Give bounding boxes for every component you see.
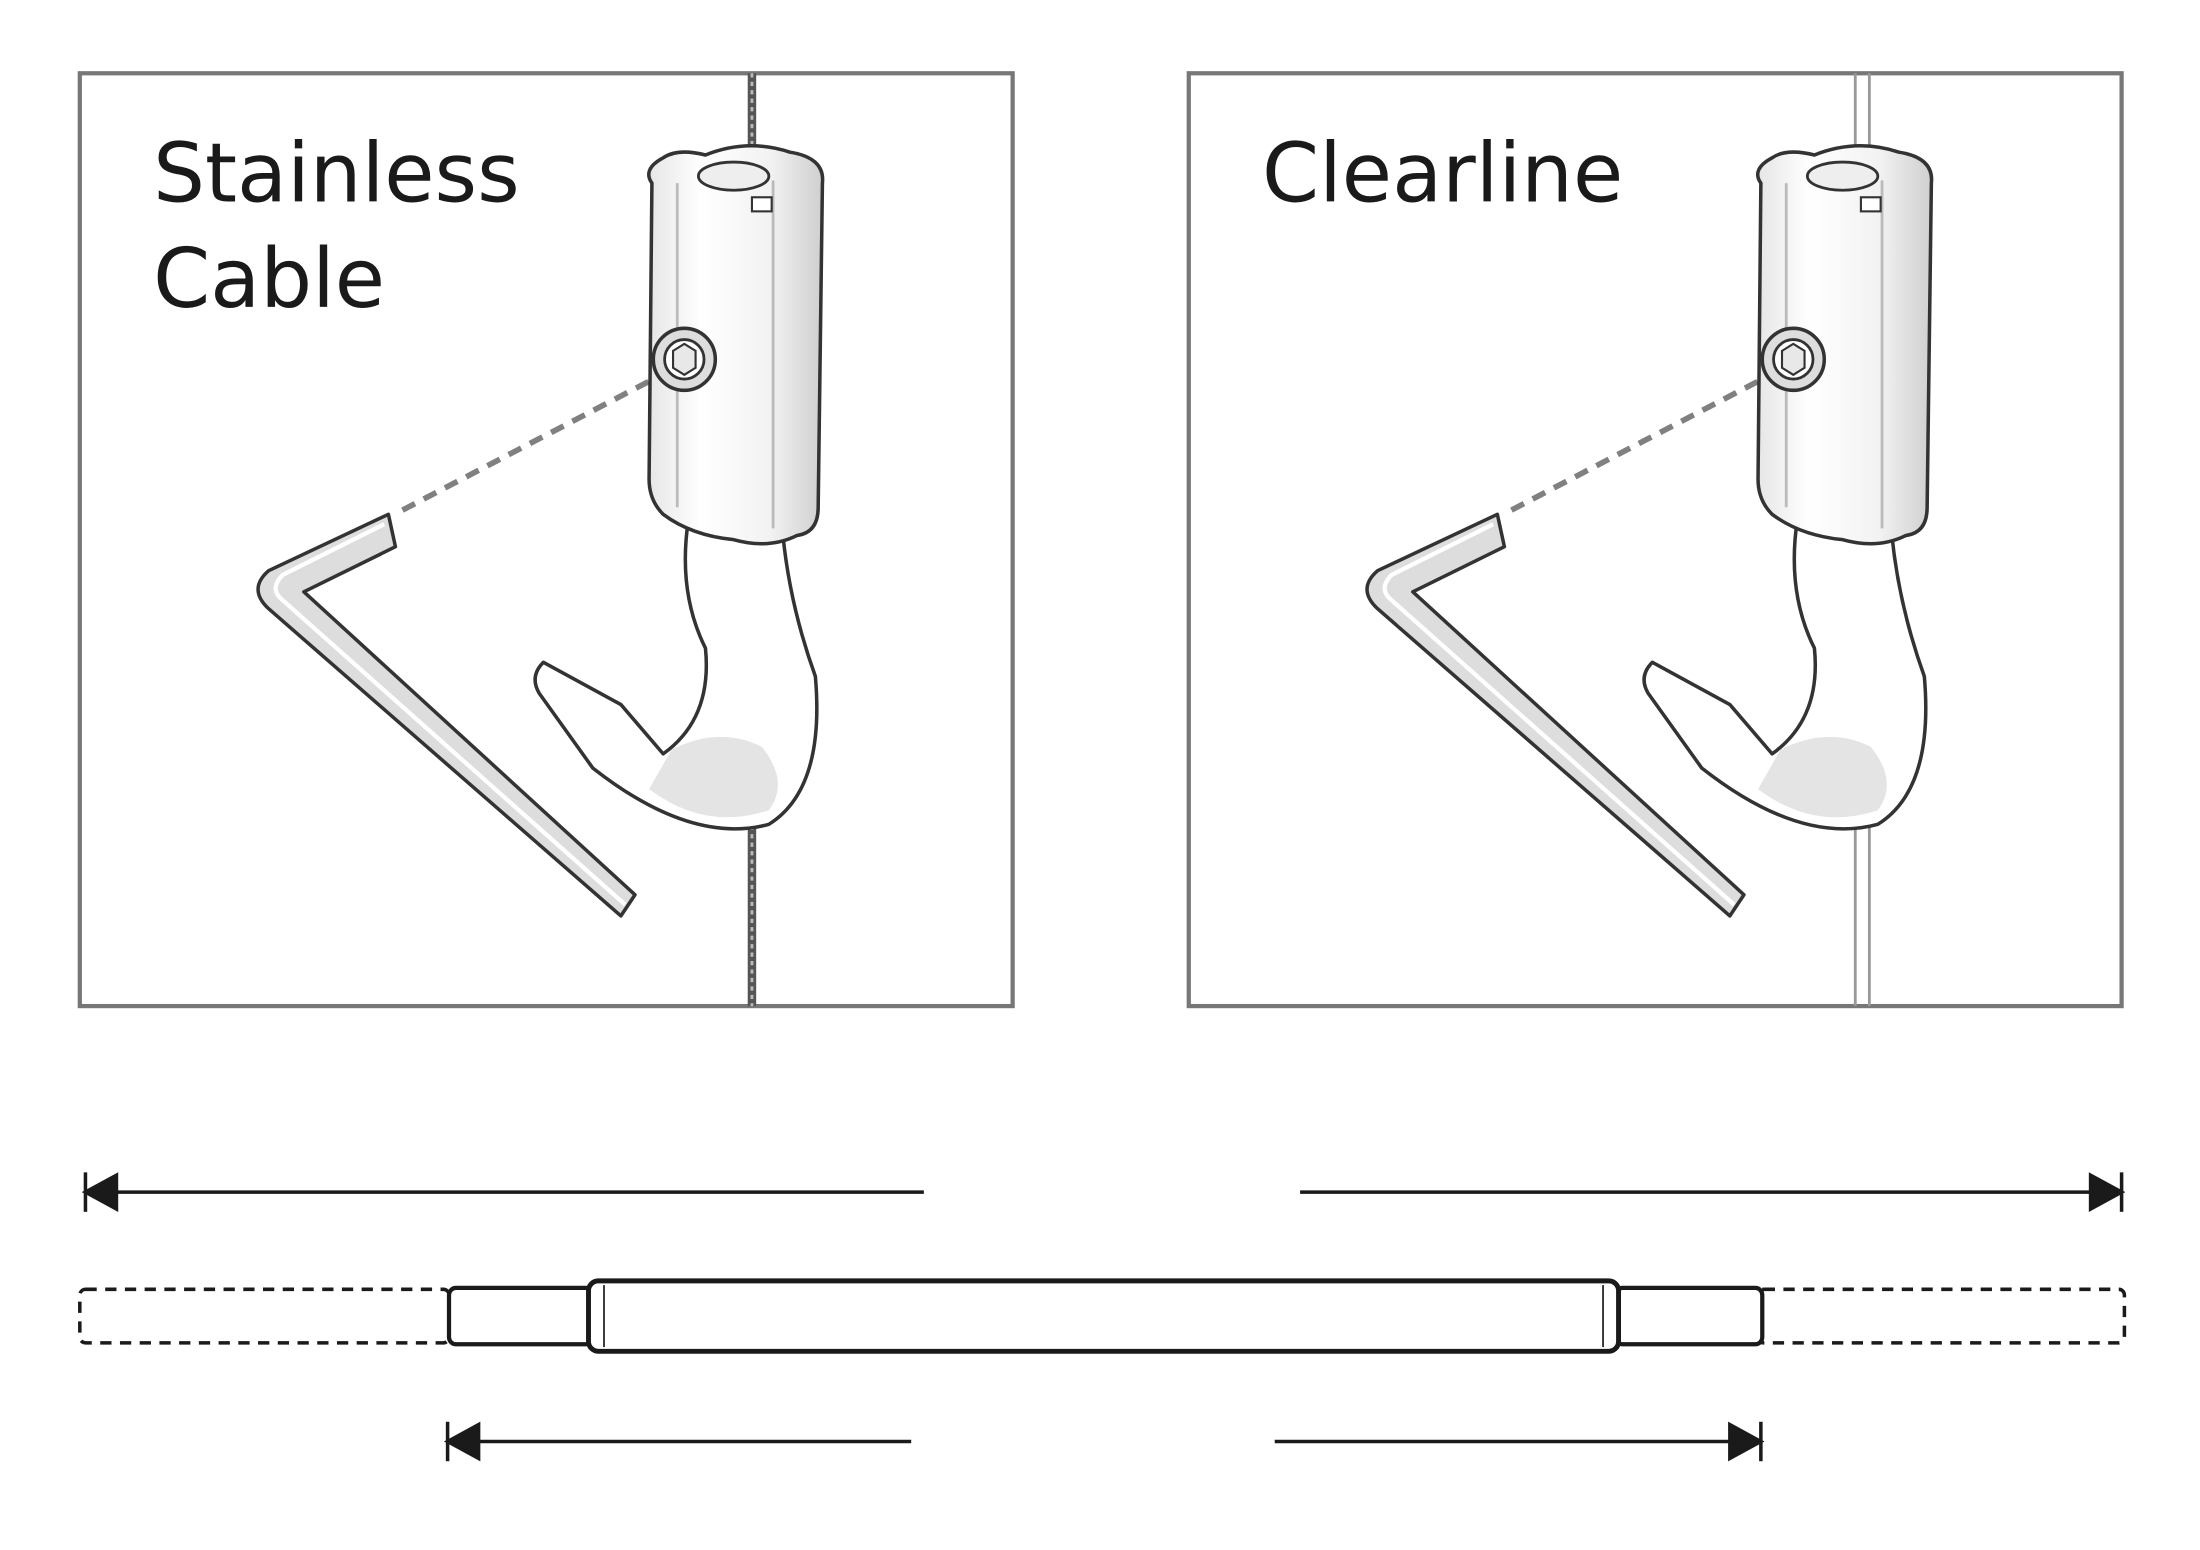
arrow-left-icon: [443, 1421, 481, 1462]
arrow-right-icon: [2088, 1172, 2126, 1212]
panel-title: Clearline: [1262, 127, 1623, 222]
panel-stainless-cable: Stainless Cable: [77, 71, 1015, 1009]
panel-clearline: Clearline: [1186, 71, 2124, 1009]
overall-length-dimension: [81, 1172, 2126, 1212]
connector-side-view: [78, 1278, 2127, 1354]
panel-title-line-1: Stainless: [153, 127, 520, 222]
arrow-left-icon: [81, 1172, 119, 1212]
connector-length-dimension: [443, 1421, 1765, 1462]
arrow-right-icon: [1728, 1421, 1765, 1462]
panel-title-line-2: Cable: [153, 232, 385, 327]
